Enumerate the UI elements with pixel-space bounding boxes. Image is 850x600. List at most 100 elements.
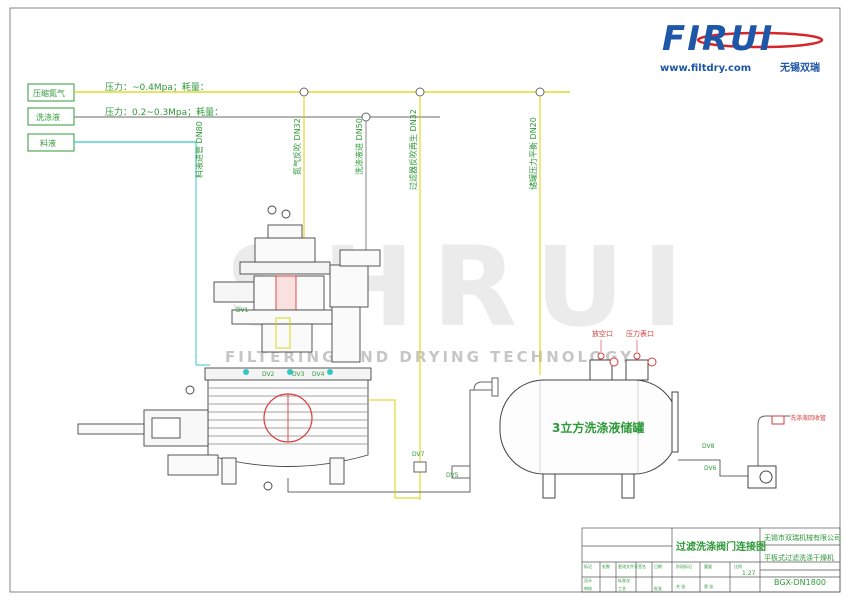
- cell-review: 审核: [584, 585, 592, 591]
- transfer-piping: [196, 364, 499, 499]
- nozzle-2: [287, 369, 293, 375]
- valve-label-dv8: DV8: [702, 443, 715, 450]
- cell-process: 工艺: [618, 586, 626, 591]
- valve-body-dv5: [451, 465, 471, 479]
- leg-right: [329, 457, 345, 485]
- discharge-cylinder: [77, 423, 145, 435]
- wash-note: 压力：0.2~0.3Mpa；耗量：: [105, 106, 223, 118]
- inlet-label-wash: 洗涤液: [36, 112, 60, 122]
- pipe-label-nitrogen-blowback: 氮气反吹 DN32: [292, 118, 302, 175]
- cell-change-doc: 更改文件号: [618, 563, 638, 569]
- title-block-cells: 标记 处数 更改文件号 签名 日期 设计 标准化 审核 工艺 批准 阶段标记 重…: [584, 563, 742, 591]
- cell-design: 设计: [584, 577, 592, 583]
- logo-website: www.filtdry.com: [660, 63, 751, 74]
- inlet-label-slurry: 料液: [40, 138, 56, 148]
- side-fitting: [185, 385, 195, 395]
- leg-left: [221, 457, 237, 485]
- shaft-seal: [261, 323, 313, 353]
- wash-liquid-tank: 3立方洗涤液储罐 放空口 压力表口: [499, 329, 679, 499]
- transfer-pipe-main: [287, 389, 498, 493]
- cell-ratio: 比例: [734, 563, 742, 569]
- company-logo: FIRUI www.filtdry.com 无锡双瑞: [660, 19, 824, 74]
- cell-mark: 标记: [584, 563, 592, 569]
- pipe-label-filter-regen: 过滤器反吹再生 DN32: [408, 109, 418, 190]
- bottom-fitting: [263, 481, 273, 491]
- nozzle-3: [327, 369, 333, 375]
- tank-vent-nozzle: [589, 359, 613, 381]
- tee-nitrogen-2: [415, 87, 425, 97]
- title-model: BGX-DN1800: [774, 578, 826, 587]
- tank-gauge-nozzle: [625, 359, 649, 381]
- tank-inlet-flange: [491, 377, 499, 397]
- logo-swoosh: [696, 31, 824, 49]
- cell-standard: 标准化: [618, 577, 630, 583]
- cell-weight: 重量: [704, 563, 712, 569]
- valve-label-dv7: DV7: [412, 451, 425, 458]
- valve-label-dv1: DV1: [236, 307, 249, 314]
- pressure-gauge-icon: [609, 357, 619, 367]
- cell-approve: 批准: [654, 585, 662, 591]
- cell-sign: 签名: [638, 563, 646, 569]
- valve-label-dv4: DV4: [312, 371, 325, 378]
- gear-box: [254, 237, 316, 263]
- pressure-gauge-icon-2: [647, 357, 657, 367]
- filter-dryer-vessel: [77, 205, 381, 491]
- valve-body-dv7: [413, 461, 427, 473]
- tee-nitrogen-1: [299, 87, 309, 97]
- gas-filter: [329, 264, 369, 308]
- cell-sheet: 第 张: [704, 583, 713, 589]
- logo-brand: FIRUI: [662, 19, 774, 59]
- seal-yellow: [275, 317, 291, 349]
- gas-filter-top: [339, 249, 381, 267]
- discharge-window: [151, 417, 181, 439]
- top-fitting-1: [267, 205, 277, 215]
- valve-label-dv2: DV2: [262, 371, 275, 378]
- gas-filter-stand: [331, 306, 361, 363]
- tank-leg-left: [542, 473, 556, 499]
- cell-count: 处数: [602, 563, 610, 569]
- inlet-label-nitrogen: 压缩氮气: [33, 88, 65, 98]
- pipe-label-wash-in: 洗涤液进 DN50: [354, 118, 364, 175]
- tank-outlet-pipe: [678, 459, 748, 477]
- watermark-sub: FILTERING AND DRYING TECHNOLOGY: [225, 348, 634, 366]
- inlet-box-slurry: 料液: [27, 133, 75, 152]
- cell-stage: 阶段标记: [676, 563, 692, 569]
- drawing-frame: [9, 7, 841, 593]
- title-block-frame: [581, 527, 841, 593]
- filter-regen-line: [368, 399, 420, 499]
- nitrogen-note: 压力：~0.4Mpa；耗量：: [105, 81, 209, 93]
- cell-total: 共 张: [676, 583, 685, 589]
- tee-nitrogen-3: [535, 87, 545, 97]
- top-fitting-2: [281, 209, 291, 219]
- tank-tag-gauge: 压力表口: [626, 329, 654, 338]
- discharge-drive: [167, 454, 219, 476]
- pipe-label-tank-balance: 储罐压力平衡 DN20: [528, 117, 538, 190]
- inlet-box-wash: 洗涤液: [27, 107, 75, 126]
- logo-company-short: 无锡双瑞: [779, 61, 820, 74]
- valve-label-dv5: DV5: [446, 472, 459, 479]
- title-equipment: 平板式过滤洗涤干燥机: [764, 553, 834, 562]
- valve-label-dv3: DV3: [292, 371, 305, 378]
- title-block: [581, 527, 841, 593]
- tank-leg-right: [621, 473, 635, 499]
- drive-top-plate: [239, 261, 331, 275]
- title-company: 无锡市双瑞机械有限公司: [764, 533, 841, 542]
- cell-date: 日期: [654, 563, 662, 569]
- drive-shaft-red: [275, 275, 297, 311]
- level-gauge: [671, 391, 679, 453]
- jacket-coils: [208, 387, 368, 445]
- transfer-pipe-outer: [473, 381, 498, 391]
- recovery-flange: [771, 415, 785, 425]
- pipe-label-slurry: 料液进管 DN80: [194, 121, 204, 178]
- title-scale: 1:27: [742, 570, 756, 577]
- valve-label-dv6: DV6: [704, 465, 717, 472]
- tank-tag-vent: 放空口: [592, 329, 613, 338]
- tank-outlet-piping: [678, 415, 790, 489]
- gear-box-cap: [267, 224, 303, 239]
- tank-outlet-label: 洗涤液回收管: [790, 414, 826, 422]
- title-drawing-name: 过滤洗涤阀门连接图: [676, 540, 766, 553]
- tank-label: 3立方洗涤液储罐: [552, 420, 644, 435]
- recovery-pipe: [757, 415, 790, 425]
- drive-motor: [213, 281, 255, 303]
